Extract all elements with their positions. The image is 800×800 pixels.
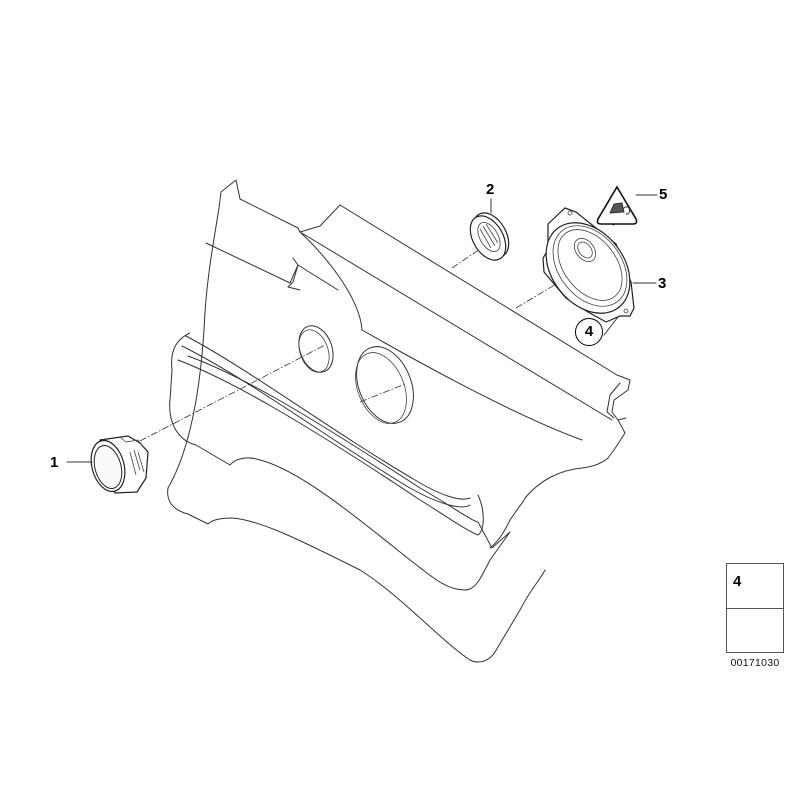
door-trim-panel bbox=[167, 179, 631, 663]
legend-box: 4 bbox=[726, 563, 784, 653]
drawing-code: 00171030 bbox=[730, 657, 780, 669]
callout-2: 2 bbox=[486, 181, 495, 198]
assembly-lines bbox=[139, 240, 569, 442]
panel-hole-large bbox=[355, 346, 414, 424]
part-2-retaining-ring bbox=[469, 198, 510, 261]
panel-hole-small bbox=[298, 325, 334, 373]
legend-item-number: 4 bbox=[733, 573, 742, 590]
callout-4-circled: 4 bbox=[575, 318, 603, 346]
callout-1: 1 bbox=[50, 454, 59, 471]
callout-5: 5 bbox=[659, 186, 668, 203]
part-5-warning-triangle bbox=[596, 185, 658, 225]
callout-3: 3 bbox=[658, 275, 667, 292]
part-3-loudspeaker bbox=[542, 207, 657, 336]
legend-divider bbox=[727, 608, 783, 609]
part-1-grommet bbox=[66, 435, 149, 494]
